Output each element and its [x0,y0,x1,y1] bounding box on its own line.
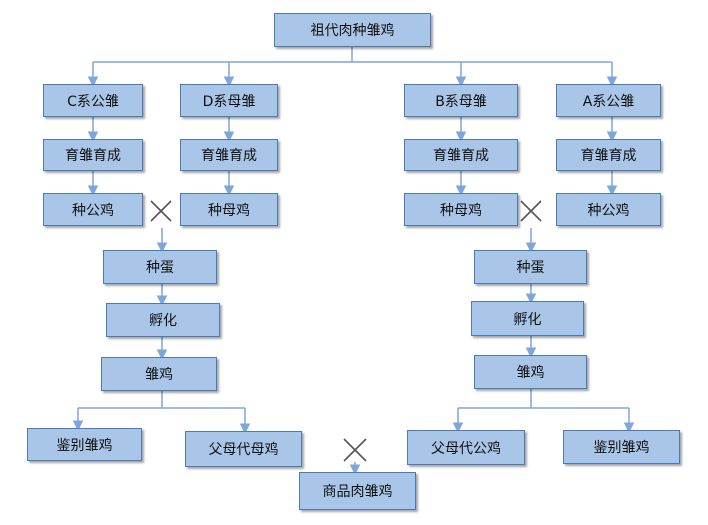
node-rearing-c: 育雏育成 [43,139,143,171]
node-sexing-left: 鉴别雏鸡 [27,428,142,461]
node-egg-right: 种蛋 [474,250,587,284]
node-d-female-chick: D系母雏 [180,84,278,117]
node-c-male-chick: C系公雏 [43,84,143,117]
node-hatch-left: 孵化 [106,303,220,337]
node-root: 祖代肉种雏鸡 [274,13,431,47]
node-rearing-a: 育雏育成 [556,139,661,171]
node-chick-left: 雏鸡 [101,357,217,391]
node-rearing-d: 育雏育成 [180,139,278,171]
cross-symbol-left [150,200,172,222]
node-hatch-right: 孵化 [471,301,584,336]
node-parent-male: 父母代公鸡 [407,430,525,465]
node-parent-female: 父母代母鸡 [185,431,302,467]
cross-symbol-right [520,200,542,222]
node-rearing-b: 育雏育成 [404,139,518,171]
node-female-breeder-b: 种母鸡 [404,193,518,226]
node-male-breeder-c: 种公鸡 [43,193,143,226]
node-chick-right: 雏鸡 [474,355,587,389]
node-female-breeder-d: 种母鸡 [180,193,278,226]
cross-symbol-bottom [343,438,367,462]
node-male-breeder-a: 种公鸡 [556,193,661,226]
node-commercial-chick: 商品肉雏鸡 [299,472,416,510]
node-a-male-chick: A系公雏 [556,84,661,117]
node-egg-left: 种蛋 [103,250,217,284]
node-sexing-right: 鉴别雏鸡 [563,430,680,464]
node-b-female-chick: B系母雏 [404,84,518,117]
